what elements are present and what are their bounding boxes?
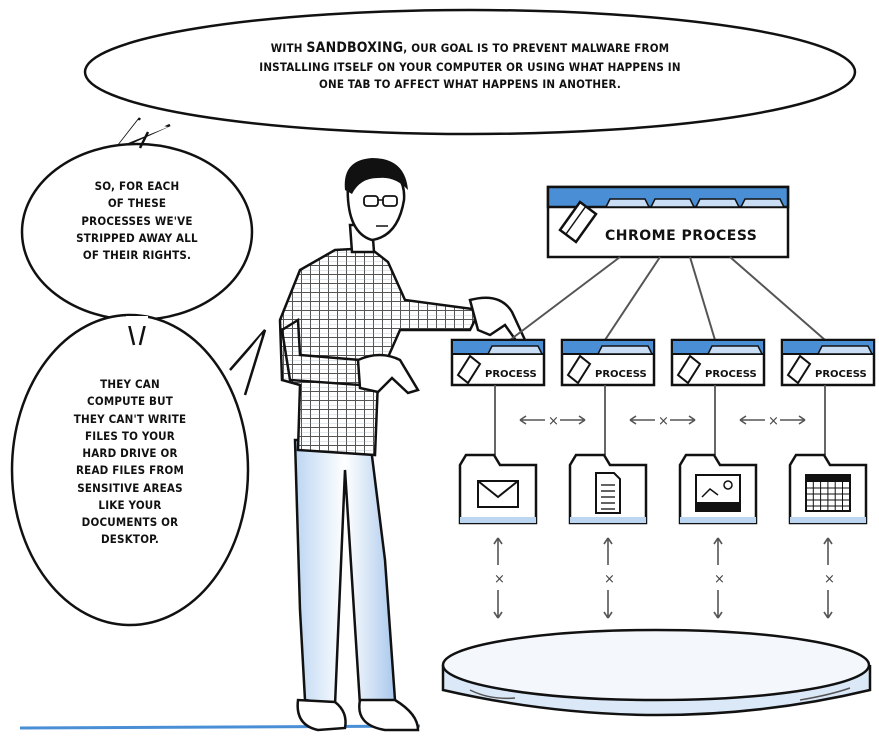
blocked-x-mark: × [494,572,505,587]
blocked-x-mark: × [604,572,615,587]
image-icon [695,474,741,512]
tab-icon [786,354,812,385]
bubble-bottom-line: READ FILES FROM [76,463,184,478]
blocked-x-mark: × [658,414,669,429]
envelope-icon [477,480,519,508]
bubble-bottom-line: FILES TO YOUR [85,428,175,443]
process-box: PROCESS [780,338,876,387]
blocked-x-mark: × [768,414,779,429]
blocked-arrows-horizontal [519,415,806,425]
process-connectors [509,256,826,341]
process-label: PROCESS [595,369,647,380]
hand-left [356,353,420,395]
document-icon [595,472,621,514]
bubble-middle-text: SO, FOR EACH OF THESE PROCESSES WE'VE ST… [52,178,222,264]
bubble-middle-line: PROCESSES WE'VE [81,213,193,228]
bubble-top-line3: ONE TAB TO AFFECT WHAT HAPPENS IN ANOTHE… [318,77,621,92]
chrome-process-box [546,185,790,259]
hair [344,158,408,194]
bubble-bottom-line: THEY CAN [100,377,160,391]
bubble-bottom-line: COMPUTE BUT [87,394,173,409]
pants [293,438,397,707]
folder-envelope [458,453,538,525]
glasses-icon [363,195,398,207]
bubble-top-line1-post: , OUR GOAL IS TO PREVENT MALWARE FROM [403,41,670,55]
blocked-arrow-vertical: × [493,537,505,619]
shoe-right [358,698,420,732]
bubble-middle-line: OF THESE [107,196,167,211]
blocked-arrow-vertical: × [603,537,615,619]
bubble-bottom-line: THEY CAN'T WRITE [73,411,187,426]
bubble-top-line1: WITH SANDBOXING, OUR GOAL IS TO PREVENT … [150,38,790,59]
chrome-process-label: CHROME PROCESS [605,228,758,244]
folder-document [568,453,648,525]
bubble-middle-line: OF THEIR RIGHTS. [82,248,192,262]
folder-image [678,453,758,525]
process-label: PROCESS [485,369,537,380]
bubble-top-line1-pre: WITH [270,41,307,55]
shirt [278,246,482,457]
process-label: PROCESS [705,369,757,380]
bubble-middle-line: SO, FOR EACH [94,179,180,193]
process-folder-connectors [494,385,826,455]
bubble-bottom-line: DOCUMENTS OR [81,515,179,529]
bubble-top-line2: INSTALLING ITSELF ON YOUR COMPUTER OR US… [259,60,681,74]
tab-icon [566,354,592,385]
bubble-connector [138,131,150,149]
blocked-x-mark: × [824,572,835,587]
bubble-bottom-line: SENSITIVE AREAS [77,480,183,495]
bubble-bottom-line: DESKTOP. [101,532,159,547]
shoe-left [296,698,347,732]
hand-right [468,296,527,344]
blocked-x-mark: × [714,572,725,587]
bubble-top-text: WITH SANDBOXING, OUR GOAL IS TO PREVENT … [150,38,790,94]
bubble-middle-line: STRIPPED AWAY ALL [76,230,198,245]
process-box: PROCESS [450,338,546,387]
tab-icon [676,354,702,385]
bubble-bottom-line: LIKE YOUR [98,497,162,512]
process-box: PROCESS [670,338,766,387]
blocked-x-mark: × [548,414,559,429]
process-box: PROCESS [560,338,656,387]
blocked-arrow-vertical: × [823,537,835,619]
blocked-arrow-vertical: × [713,537,725,619]
tab-icon [456,354,482,385]
bubble-top-emphasis: SANDBOXING [306,40,404,56]
folder-calendar [788,453,868,525]
blocked-x-marks: × × × [548,414,779,429]
bubble-connector [126,316,148,326]
bubble-bottom-text: THEY CAN COMPUTE BUT THEY CAN'T WRITE FI… [40,376,220,549]
floor-line [19,724,421,730]
bubble-bottom-line: HARD DRIVE OR [82,446,178,460]
process-label: PROCESS [815,369,867,380]
calendar-icon [805,474,851,512]
speech-bubble-top [83,8,857,152]
hard-drive-disk [441,628,872,717]
speech-bubble-bottom [10,313,267,627]
presenter-figure [19,158,527,732]
chrome-tab-icon [558,200,598,244]
